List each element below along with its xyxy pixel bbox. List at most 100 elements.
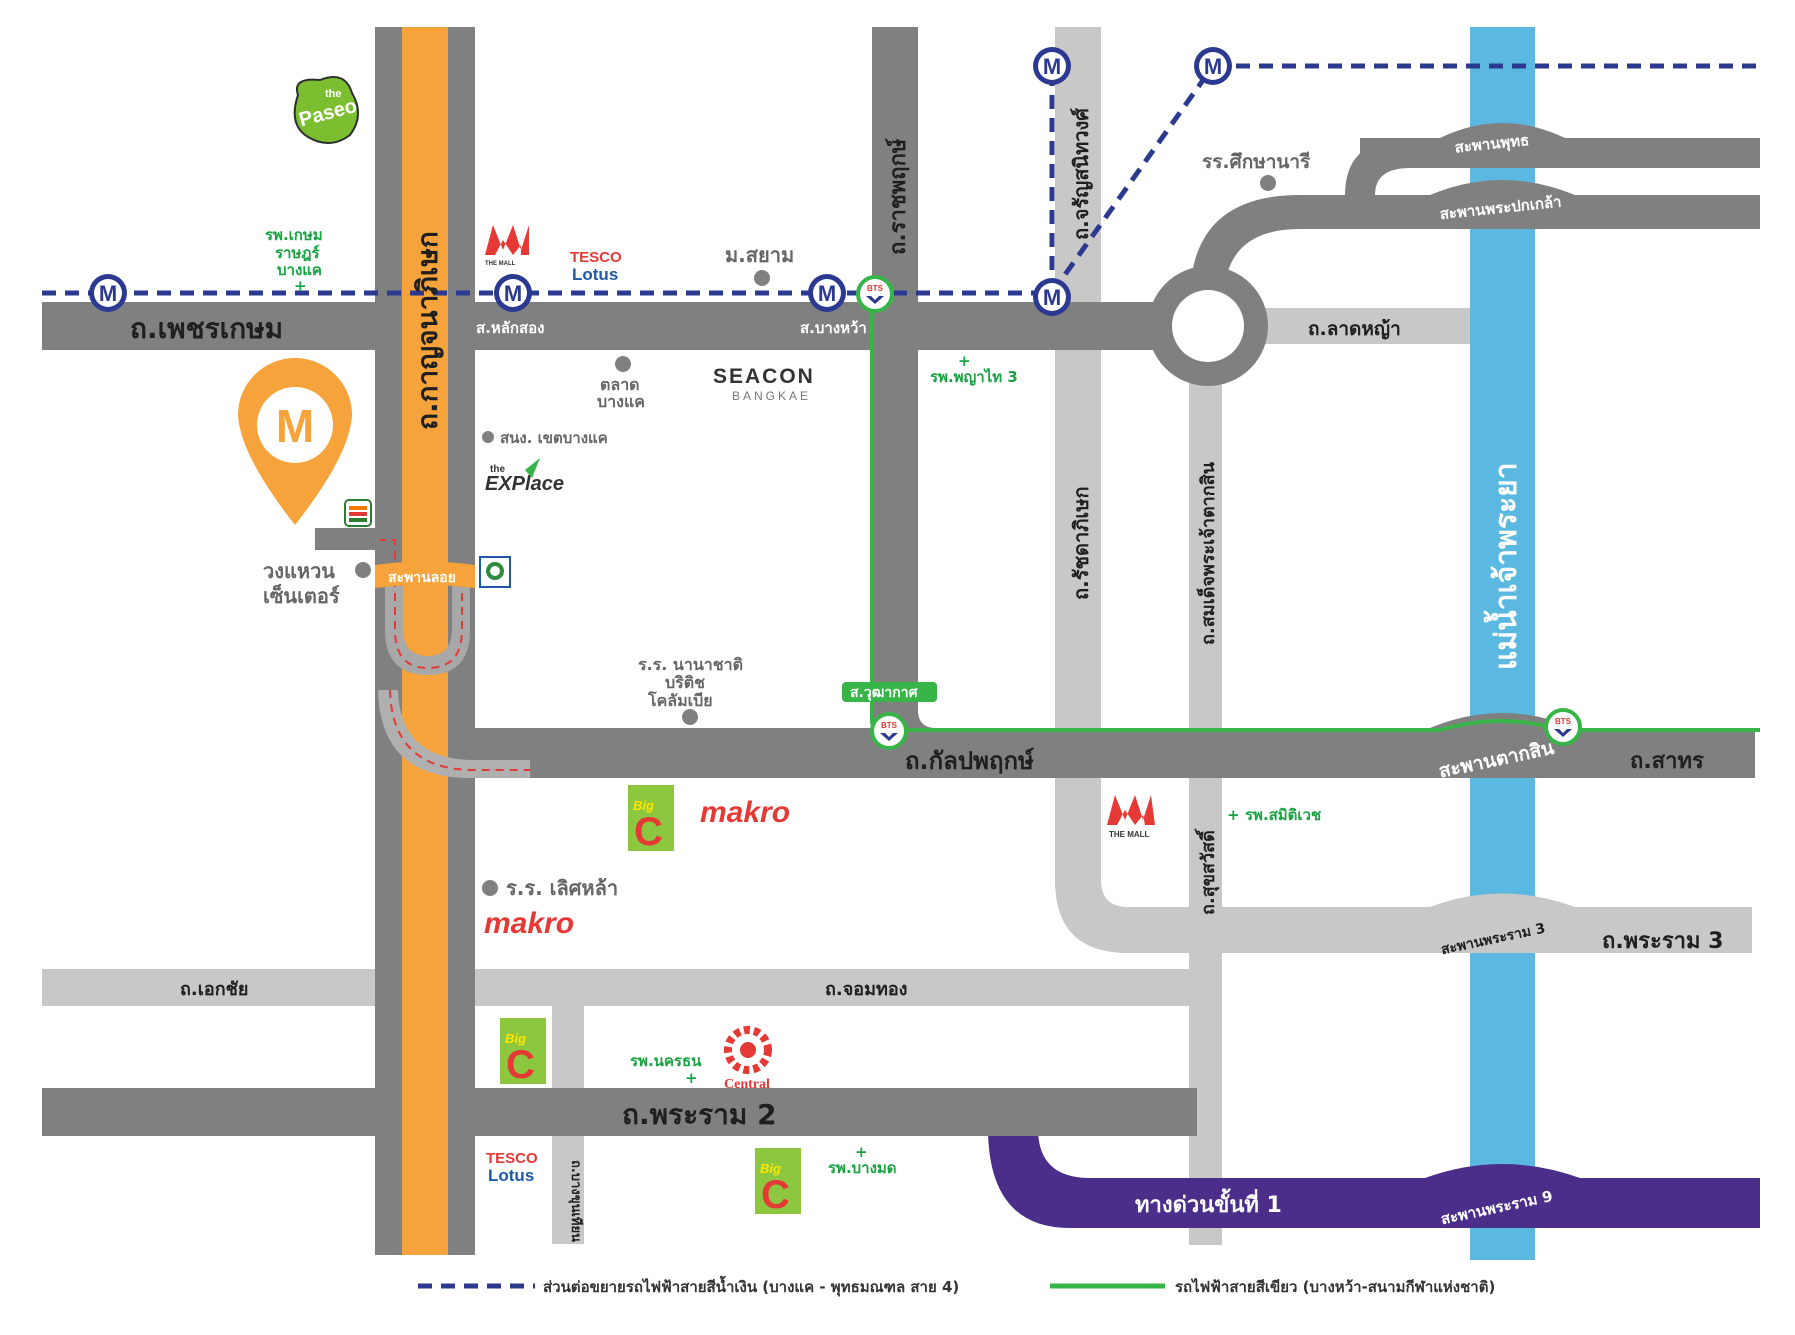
makro-logo-2: makro (484, 907, 574, 940)
big-text: Big (760, 1161, 781, 1176)
legend: ส่วนต่อขยายรถไฟฟ้าสายสีน้ำเงิน (บางแค - … (418, 1275, 1495, 1297)
mrt-station-marker-west[interactable]: M (89, 274, 127, 312)
label-kasem-rat-3: บางแค (277, 261, 322, 279)
road-kanchanaphisek (402, 27, 448, 1255)
label-somdet: ถ.สมเด็จพระเจ้าตากสิน (1196, 461, 1219, 645)
bangchak-logo (479, 556, 511, 588)
poi-dot (615, 356, 631, 372)
label-wong-waen-2: เซ็นเตอร์ (263, 583, 340, 608)
pedestrian-bridge: สะพานลอย (375, 561, 475, 588)
poi-siam-university: ม.สยาม (725, 243, 794, 286)
big-c-box (500, 1018, 546, 1084)
c-text: C (634, 810, 663, 854)
poi-wong-waen-center: วงแหวน เซ็นเตอร์ (263, 559, 371, 608)
label-ratchaphruek: ถ.ราชพฤกษ์ (885, 138, 911, 255)
seacon-text: SEACON (713, 365, 815, 388)
hospital-cross-icon: + (958, 352, 971, 370)
mrt-station-marker-bang-wa[interactable]: M (808, 274, 846, 312)
label-kanlapaphruek: ถ.กัลปพฤกษ์ (905, 747, 1034, 775)
bts-marker-text: BTS (881, 721, 898, 730)
poi-nakharin-hospital: รพ.นครธน + (630, 1052, 702, 1087)
bts-station-marker-bang-wa[interactable]: BTS (856, 275, 894, 313)
label-siam-university: ม.สยาม (725, 243, 794, 267)
bts-wing-icon (866, 296, 884, 304)
poi-loet-la-school: ร.ร. เลิศหล้า (482, 876, 618, 900)
road-phut-ramp (1345, 138, 1410, 195)
label-phyathai-3: รพ.พญาไท 3 (930, 367, 1018, 386)
bts-green-line (870, 300, 1760, 732)
label-rama3: ถ.พระราม 3 (1602, 929, 1723, 954)
poi-dot (754, 270, 770, 286)
big-c-logo-3: Big C (755, 1148, 801, 1217)
mrt-station-marker-northeast[interactable]: M (1194, 47, 1232, 85)
seacon-sub-text: BANGKAE (732, 389, 811, 403)
hospital-cross-icon: + (294, 277, 307, 295)
label-british-3: โคลัมเบีย (647, 690, 713, 710)
the-mall-logo-2: THE MALL (1107, 795, 1155, 839)
tesco-lotus-logo-top: TESCO Lotus (570, 249, 622, 284)
station-wutthakat-badge (842, 682, 937, 702)
makro-logo-1: makro (700, 796, 790, 829)
flyover-loop (385, 585, 470, 675)
road-ekkachai-chomthong (42, 969, 1197, 1006)
bts-marker-text: BTS (867, 284, 884, 293)
lotus-text: Lotus (488, 1166, 534, 1185)
poi-samitivej-hospital: + รพ.สมิติเวช (1227, 806, 1321, 824)
tesco-lotus-logo-bottom: TESCO Lotus (486, 1150, 538, 1185)
station-wutthakat: ส.วุฒากาศ (842, 682, 937, 702)
legend-blue-line-label: ส่วนต่อขยายรถไฟฟ้าสายสีน้ำเงิน (บางแค - … (543, 1275, 959, 1297)
poi-dot (1260, 175, 1276, 191)
label-station-lak-song: ส.หลักสอง (476, 319, 545, 337)
big-c-box (755, 1148, 801, 1214)
label-rama2: ถ.พระราม 2 (622, 1098, 777, 1131)
explace-accent-icon (525, 458, 540, 478)
explace-text: EXPlace (485, 473, 564, 495)
label-phetkasem: ถ.เพชรเกษม (130, 312, 283, 345)
label-wong-waen-1: วงแหวน (263, 559, 335, 583)
big-text: Big (505, 1031, 526, 1046)
big-c-logo-2: Big C (500, 1018, 546, 1087)
label-expressway: ทางด่วนขั้นที่ 1 (1135, 1188, 1282, 1218)
river-bridges (1425, 123, 1580, 1228)
paseo-blob (293, 76, 359, 144)
the-mall-logo-top: THE MALL (485, 225, 529, 267)
hospital-cross-icon: + (1227, 806, 1240, 824)
poi-district-office: สนง. เขตบางแค (482, 429, 608, 447)
pin-logo-text: M (276, 400, 314, 452)
poi-dot (355, 562, 371, 578)
flyover-ramps (315, 528, 530, 778)
road-ratchadaphisek-curve (1055, 880, 1128, 953)
label-kasem-rat-1: รพ.เกษม (265, 226, 323, 244)
label-kasem-rat-2: ราษฎร์ (275, 244, 320, 262)
bts-wing-icon (1554, 729, 1572, 737)
label-river: แม่น้ำเจ้าพระยา (1483, 462, 1524, 670)
poi-suksa-nari-school: รร.ศึกษานารี (1202, 151, 1311, 191)
central-sun-icon (724, 1026, 772, 1074)
label-british-2: บริติช (665, 673, 705, 692)
bridge-phut-arc (1440, 123, 1565, 168)
mrt-station-marker-lak-song[interactable]: M (494, 274, 532, 312)
label-samitivej: รพ.สมิติเวช (1245, 806, 1321, 824)
c-text: C (506, 1043, 535, 1087)
mrt-station-marker-charan[interactable]: M (1033, 278, 1071, 316)
paseo-top: the (325, 88, 342, 100)
bts-station-marker-taksin[interactable]: BTS (1544, 708, 1582, 746)
explace-top: the (490, 464, 505, 475)
label-chom-thong: ถ.จอมทอง (825, 979, 907, 1000)
tesco-text: TESCO (570, 249, 622, 266)
flyover-sweep (378, 690, 530, 778)
label-bang-mot: รพ.บางมด (828, 1159, 897, 1177)
flyover-route (350, 539, 530, 771)
bts-marker-circle (856, 275, 894, 313)
bts-stations: BTS BTS BTS (856, 275, 1582, 750)
mrt-marker-text: M (1043, 54, 1061, 79)
the-paseo-logo: the Paseo (293, 76, 359, 144)
label-ratchadaphisek: ถ.รัชดาภิเษก (1069, 486, 1093, 600)
seven-eleven-icon (344, 499, 372, 527)
mrt-station-marker-north[interactable]: M (1033, 47, 1071, 85)
bts-marker-circle (870, 712, 908, 750)
road-rama2 (42, 1088, 1197, 1136)
location-pin[interactable]: M (238, 358, 352, 525)
bts-station-marker-wutthakat[interactable]: BTS (870, 712, 908, 750)
